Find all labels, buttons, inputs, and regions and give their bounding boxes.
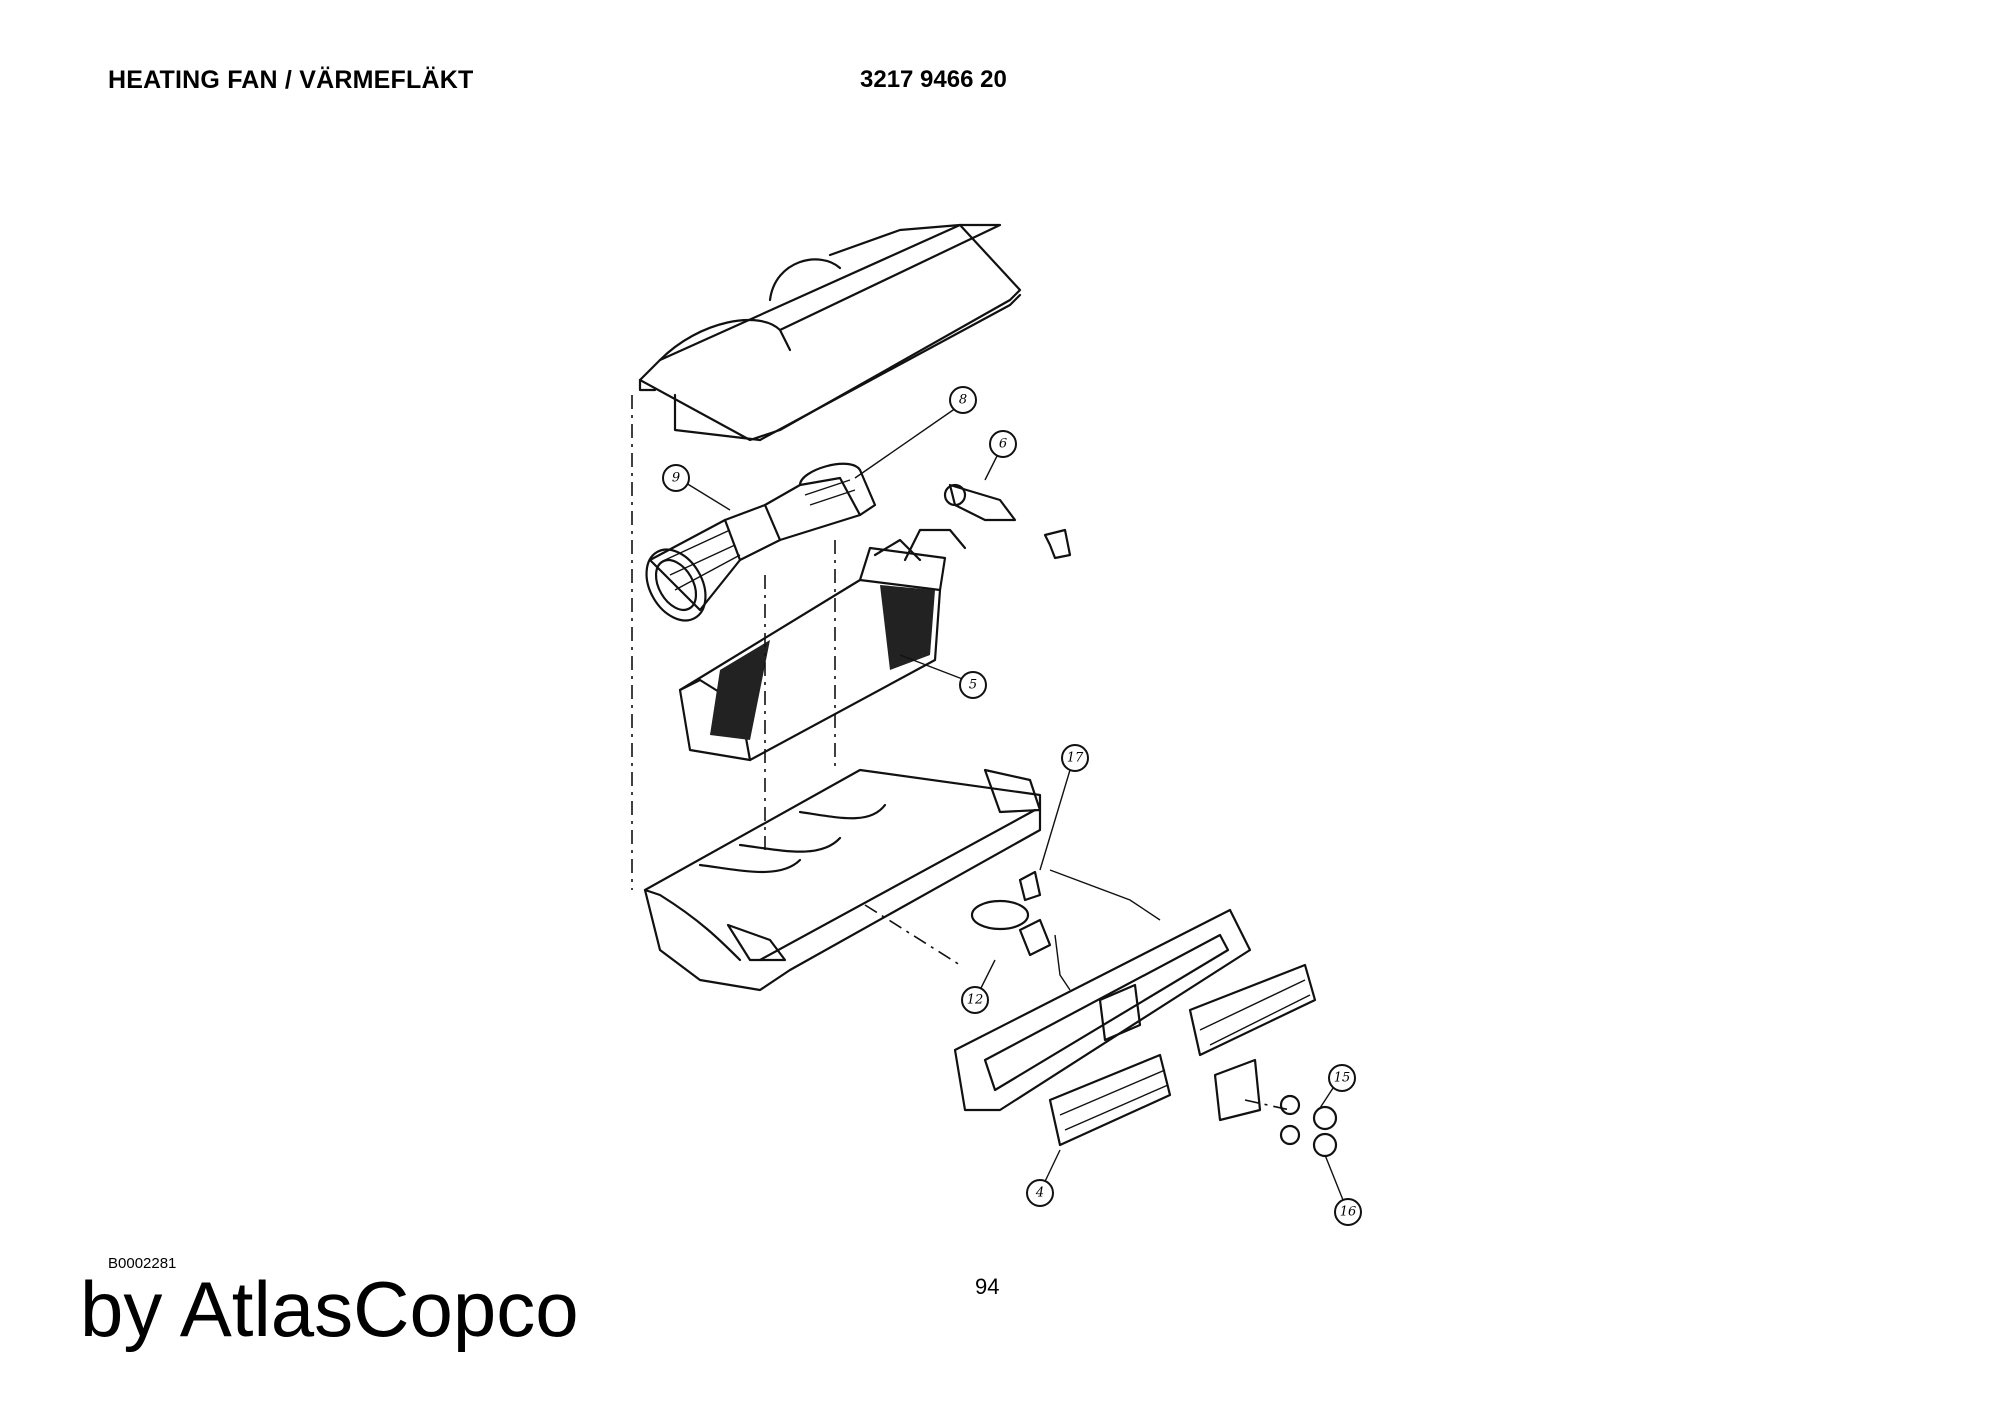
svg-text:6: 6: [999, 437, 1007, 452]
top-cover: [638, 223, 1022, 442]
bottom-tray: [643, 768, 1042, 992]
callout-8: 8: [949, 386, 977, 414]
callout-5: 5: [959, 671, 987, 699]
callout-15: 15: [1328, 1064, 1356, 1092]
switch-and-wiring: [970, 869, 1161, 991]
callout-6: 6: [989, 430, 1017, 458]
svg-text:17: 17: [1067, 751, 1084, 766]
assembly-lines: [631, 395, 1291, 1111]
part-number: 3217 9466 20: [860, 66, 1007, 93]
callout-balloons: 8 9 6 5 17 12 15 16: [662, 386, 1362, 1226]
publisher-credit: by AtlasCopco: [80, 1265, 579, 1353]
callout-12: 12: [961, 986, 989, 1014]
page-number: 94: [975, 1274, 1000, 1299]
page-title: HEATING FAN / VÄRMEFLÄKT: [108, 66, 474, 94]
callout-17: 17: [1061, 744, 1089, 772]
svg-text:15: 15: [1334, 1071, 1351, 1086]
svg-text:4: 4: [1035, 1186, 1044, 1201]
callout-9: 9: [662, 464, 690, 492]
fan-assembly: [645, 462, 877, 622]
drawing-id: B0002281: [108, 1255, 177, 1272]
leader-lines: [685, 407, 1346, 1206]
heat-exchanger: [678, 538, 947, 762]
svg-text:8: 8: [959, 393, 967, 408]
callout-4: 4: [1026, 1179, 1054, 1207]
callout-16: 16: [1334, 1198, 1362, 1226]
svg-text:5: 5: [969, 678, 977, 693]
valve-parts: [903, 483, 1072, 562]
front-panel: [953, 908, 1338, 1158]
svg-text:16: 16: [1340, 1205, 1357, 1220]
svg-text:12: 12: [967, 993, 984, 1008]
svg-text:9: 9: [672, 471, 680, 486]
